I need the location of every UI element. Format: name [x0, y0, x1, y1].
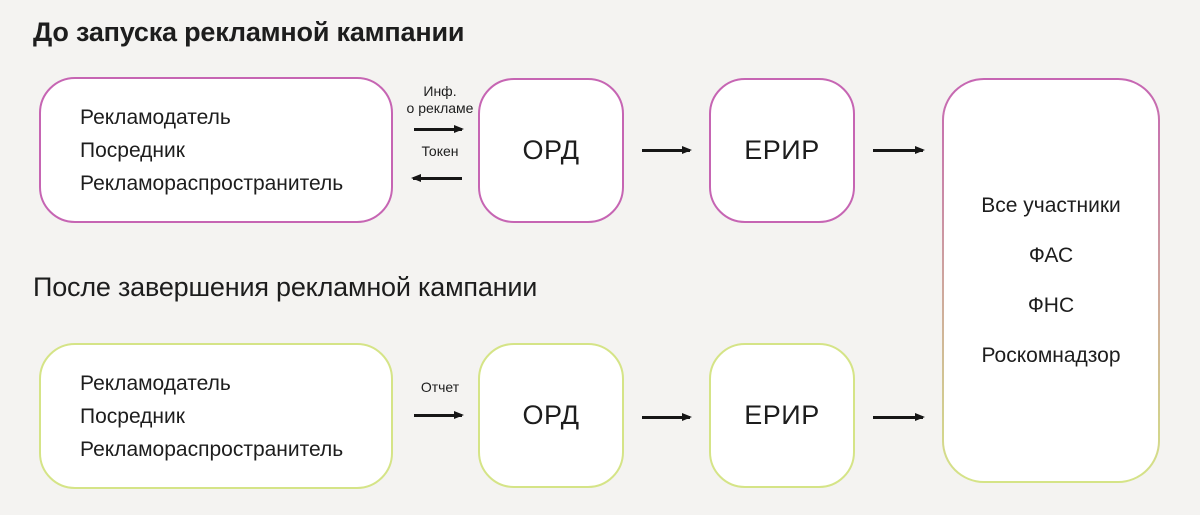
arrow-report-to-ord [414, 414, 462, 417]
participants-box-after: Рекламодатель Посредник Рекламораспростр… [39, 343, 393, 489]
arrow-ord-to-erir-before [642, 149, 690, 152]
label-token: Токен [421, 143, 459, 159]
participant-intermediary: Посредник [80, 404, 185, 428]
arrow-info-to-ord [414, 128, 462, 131]
section-title-before-launch: До запуска рекламной кампании [33, 17, 465, 47]
regulators-box: Все участники ФАС ФНС Роскомнадзор [942, 78, 1160, 483]
regulator-all-participants: Все участники [981, 194, 1121, 217]
participant-advertiser: Рекламодатель [80, 105, 231, 129]
regulator-fas: ФАС [1028, 244, 1074, 267]
participant-intermediary: Посредник [80, 138, 185, 162]
section-title-after-completion: После завершения рекламной кампании [33, 272, 538, 302]
ord-box-before: ОРД [478, 78, 624, 223]
label-report: Отчет [420, 379, 460, 395]
arrow-token-return [413, 177, 462, 180]
regulator-roskomnadzor: Роскомнадзор [981, 344, 1121, 367]
regulator-fns: ФНС [1027, 294, 1075, 317]
erir-box-after: ЕРИР [709, 343, 855, 488]
arrow-erir-to-regulators-after [873, 416, 923, 419]
erir-box-before: ЕРИР [709, 78, 855, 223]
participant-advertiser: Рекламодатель [80, 371, 231, 395]
arrow-erir-to-regulators-before [873, 149, 923, 152]
participant-distributor: Рекламораспространитель [80, 171, 344, 195]
arrow-ord-to-erir-after [642, 416, 690, 419]
participants-box-before: Рекламодатель Посредник Рекламораспростр… [39, 77, 393, 223]
participant-distributor: Рекламораспространитель [80, 437, 344, 461]
label-info-about-ad: Инф. о рекламе [406, 83, 474, 116]
ord-box-after: ОРД [478, 343, 624, 488]
